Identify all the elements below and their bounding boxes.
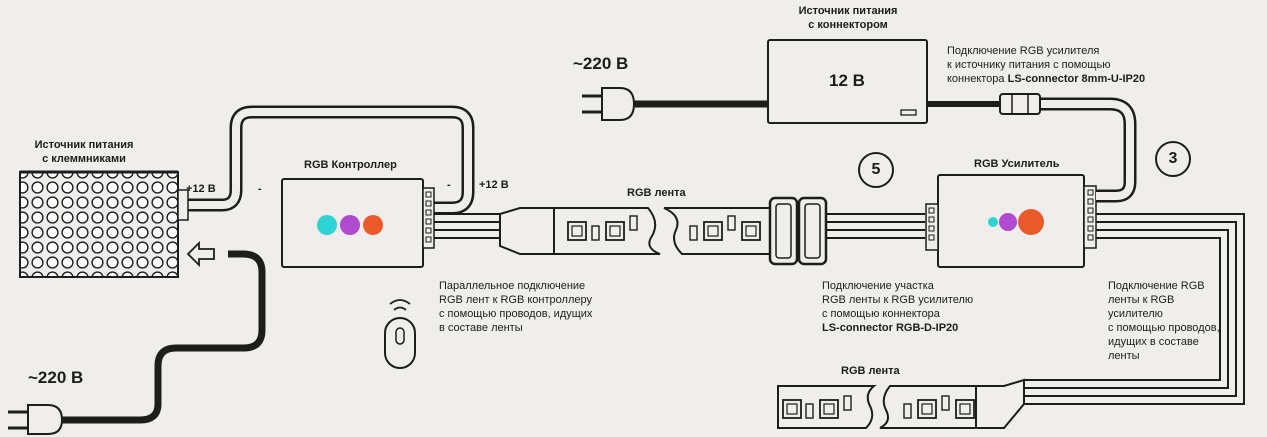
plug-top-icon	[582, 87, 636, 121]
strip-bottom-label: RGB лента	[841, 365, 900, 377]
marker-5: 5	[858, 152, 894, 188]
psu-terminals-title: Источник питания с клеммниками	[34, 139, 134, 165]
note-amp-to-psu: Подключение RGB усилителя к источнику пи…	[947, 45, 1146, 85]
controller-wires	[434, 213, 500, 239]
note-section: Подключение участка RGB ленты к RGB усил…	[822, 280, 974, 334]
ls-connector-8mm-u	[927, 93, 1041, 115]
psu-connector	[767, 39, 928, 124]
plus12-right-label: +12 В	[479, 179, 509, 191]
arrow-left-icon	[186, 240, 215, 268]
marker-3: 3	[1155, 141, 1191, 177]
amplifier-title: RGB Усилитель	[974, 158, 1060, 170]
note-amp-strip: Подключение RGB ленты к RGB усилителю с …	[1108, 280, 1220, 362]
mains-voltage-bottom: ~220 В	[28, 368, 84, 387]
psu-terminals	[19, 170, 189, 278]
mains-voltage-top: ~220 В	[573, 54, 629, 73]
plus12-left-label: +12 В	[186, 183, 216, 195]
minus-right-label: -	[447, 179, 451, 191]
rgb-strip-top	[499, 207, 771, 255]
rgb-controller	[281, 178, 435, 268]
remote-control-icon	[384, 299, 416, 369]
amp-output-wires	[1024, 213, 1245, 405]
note-parallel: Параллельное подключение RGB лент к RGB …	[439, 280, 593, 334]
amplifier-input-wires	[826, 213, 925, 239]
controller-title: RGB Контроллер	[304, 159, 397, 171]
psu-voltage-label: 12 В	[829, 71, 865, 90]
plug-bottom-icon	[8, 404, 80, 435]
rgb-amplifier	[925, 174, 1097, 268]
mains-cable-bottom	[80, 250, 266, 424]
ls-connector-rgb-d	[768, 196, 828, 266]
minus-left-label: -	[258, 183, 262, 195]
psu-connector-title: Источник питания с коннектором	[798, 5, 898, 31]
rgb-strip-bottom	[777, 378, 1025, 429]
strip-top-label: RGB лента	[627, 187, 686, 199]
